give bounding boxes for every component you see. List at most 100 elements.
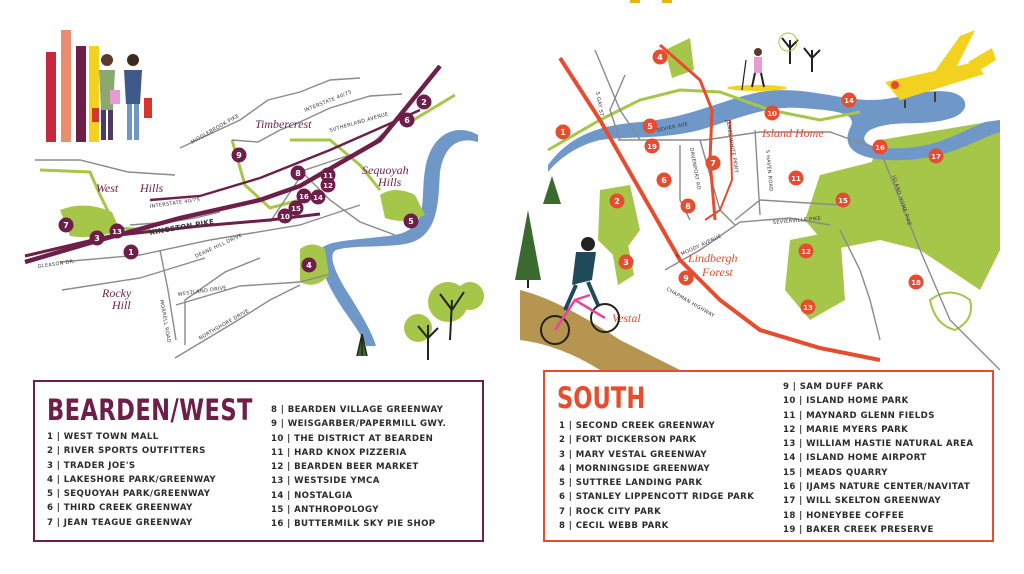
james-white-loop — [704, 119, 734, 221]
south-marker-3 — [618, 254, 634, 270]
legend-item: 1 | SECOND CREEK GREENWAY — [559, 421, 716, 431]
west-marker-number-9: 9 — [236, 151, 242, 160]
legend-west-column-2: 8 | BEARDEN VILLAGE GREENWAY 9 | WEISGAR… — [271, 403, 446, 532]
paddleboarder-illustration — [727, 48, 787, 91]
road-label-northshore: NORTHSHORE DRIVE — [198, 308, 250, 342]
south-marker-7 — [705, 155, 721, 171]
road-label-gleason: GLEASON DR. — [37, 259, 75, 270]
legend-item: 19 | BAKER CREEK PRESERVE — [783, 524, 934, 535]
legend-item: 3 | MARY VESTAL GREENWAY — [559, 449, 708, 460]
south-marker-1 — [555, 124, 571, 140]
legend-item: 11 | MAYNARD GLENN FIELDS — [783, 410, 935, 421]
greenway-lines-west — [39, 93, 456, 232]
west-marker-12 — [320, 177, 336, 193]
legend-item: 9 | WEISGARBER/PAPERMILL GWY. — [271, 419, 447, 430]
road-label-interstate-top: INTERSTATE 40/75 — [304, 89, 353, 114]
south-map: S GAY ST SEVIER AVE DAVENPORT RD JAMES W… — [515, 30, 1001, 371]
south-marker-number-8: 8 — [685, 202, 691, 211]
south-marker-9 — [678, 270, 694, 286]
sequoyah-park-area — [380, 190, 425, 221]
legend-item: 13 | WILLIAM HASTIE NATURAL AREA — [783, 439, 974, 450]
legend-item: 10 | ISLAND HOME PARK — [783, 396, 909, 407]
south-marker-number-2: 2 — [614, 197, 620, 206]
south-marker-number-16: 16 — [875, 144, 885, 152]
south-marker-number-14: 14 — [844, 97, 854, 105]
west-marker-15 — [288, 200, 304, 216]
west-marker-number-6: 6 — [404, 116, 410, 125]
legend-item: 7 | JEAN TEAGUE GREENWAY — [47, 517, 193, 528]
legend-west-title: BEARDEN/WEST — [47, 393, 253, 427]
south-marker-15 — [835, 192, 851, 208]
south-marker-10 — [764, 105, 780, 121]
south-marker-16 — [872, 139, 888, 155]
south-marker-number-12: 12 — [801, 248, 811, 256]
road-label-deane-hill: DEANE HILL DRIVE — [194, 233, 243, 260]
west-marker-13 — [109, 223, 125, 239]
james-white-parkway — [659, 43, 717, 221]
legend-item: 12 | MARIE MYERS PARK — [783, 424, 909, 435]
legend-item: 14 | NOSTALGIA — [271, 490, 353, 501]
south-marker-14 — [841, 92, 857, 108]
south-marker-number-13: 13 — [803, 304, 813, 312]
top-accent-right — [662, 0, 672, 3]
south-marker-number-9: 9 — [683, 274, 689, 283]
south-marker-number-17: 17 — [931, 153, 941, 161]
label-sequoyah-hills-line1: Sequoyah — [362, 163, 409, 177]
south-marker-number-4: 4 — [657, 53, 663, 62]
west-marker-number-10: 10 — [280, 213, 290, 221]
legend-item: 11 | HARD KNOX PIZZERIA — [271, 447, 407, 458]
label-island-home: Island Home — [761, 126, 824, 140]
road-label-haven: S HAVEN ROAD — [764, 150, 774, 192]
west-marker-8 — [290, 165, 306, 181]
top-accent-left — [630, 0, 640, 3]
legend-item: 2 | RIVER SPORTS OUTFITTERS — [47, 446, 206, 457]
legend-south-title: SOUTH — [557, 381, 646, 415]
west-marker-number-4: 4 — [306, 261, 312, 270]
legend-item: 4 | MORNINGSIDE GREENWAY — [559, 463, 710, 474]
west-marker-number-14: 14 — [313, 194, 323, 202]
label-vestal: Vestal — [612, 311, 641, 325]
road-label-morrell: MORRELL ROAD — [158, 299, 172, 343]
west-marker-number-15: 15 — [291, 205, 301, 213]
west-marker-number-11: 11 — [323, 172, 333, 180]
west-marker-3 — [89, 230, 105, 246]
south-marker-12 — [798, 243, 814, 259]
label-lindbergh-forest-line2: Forest — [701, 265, 734, 279]
label-west-hills-line1: West — [96, 181, 119, 195]
legend-south-column-2: 9 | SAM DUFF PARK 10 | ISLAND HOME PARK … — [783, 380, 973, 537]
west-marker-number-12: 12 — [323, 182, 333, 190]
label-west-hills-line2: Hills — [139, 181, 164, 195]
south-marker-number-11: 11 — [791, 175, 801, 183]
legend-item: 2 | FORT DICKERSON PARK — [559, 435, 697, 446]
road-label-sevierville: SEVIERVILLE PIKE — [773, 216, 822, 226]
pine-trees-illustration — [515, 176, 561, 288]
south-marker-18 — [908, 274, 924, 290]
west-marker-14 — [310, 189, 326, 205]
label-timbercrest: Timbercrest — [255, 117, 312, 131]
legend-item: 15 | ANTHROPOLOGY — [271, 505, 379, 516]
legend-item: 16 | IJAMS NATURE CENTER/NAVITAT — [783, 482, 971, 493]
legend-item: 15 | MEADS QUARRY — [783, 467, 888, 478]
west-map: Timbercrest West Hills Sequoyah Hills Ro… — [24, 30, 484, 360]
legend-item: 7 | ROCK CITY PARK — [559, 506, 662, 517]
legend-item: 14 | ISLAND HOME AIRPORT — [783, 453, 927, 464]
legend-item: 3 | TRADER JOE'S — [47, 460, 136, 471]
south-marker-number-7: 7 — [710, 159, 716, 168]
legend-item: 17 | WILL SKELTON GREENWAY — [783, 496, 941, 507]
legend-item: 8 | CECIL WEBB PARK — [559, 521, 669, 532]
label-rocky-hill-line1: Rocky — [101, 286, 132, 300]
legend-item: 5 | SUTTREE LANDING PARK — [559, 478, 703, 489]
legend-item: 18 | HONEYBEE COFFEE — [783, 510, 905, 521]
west-marker-6 — [399, 112, 415, 128]
west-marker-number-7: 7 — [63, 221, 69, 230]
road-label-chapman: CHAPMAN HIGHWAY — [665, 287, 716, 320]
west-marker-5 — [403, 213, 419, 229]
south-marker-number-1: 1 — [560, 128, 566, 137]
legend-item: 16 | BUTTERMILK SKY PIE SHOP — [271, 519, 436, 530]
south-marker-number-5: 5 — [647, 122, 653, 131]
bare-trees-illustration — [778, 32, 821, 72]
west-marker-7 — [58, 217, 74, 233]
